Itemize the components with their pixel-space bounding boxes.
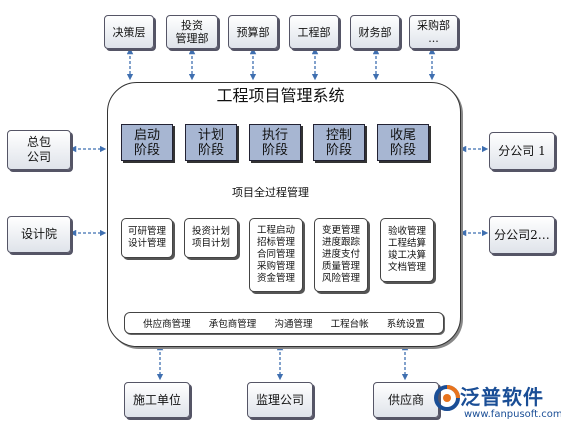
box-construction-unit: 施工单位 <box>124 382 190 418</box>
logo-mark-icon <box>434 385 460 411</box>
system-container <box>107 82 461 347</box>
box-budget-dept: 预算部 <box>228 15 278 49</box>
box-branch-1: 分公司 1 <box>489 132 555 170</box>
common-functions-bar: 供应商管理 承包商管理 沟通管理 工程台帐 系统设置 <box>124 312 444 334</box>
phase-control: 控制 阶段 <box>313 124 365 161</box>
system-title: 工程项目管理系统 <box>216 86 345 105</box>
box-supplier: 供应商 <box>373 382 439 418</box>
process-arrow-label: 项目全过程管理 <box>232 186 309 199</box>
function-group-feasibility: 可研管理 设计管理 <box>121 218 173 258</box>
phase-execution: 执行 阶段 <box>249 124 301 161</box>
function-group-investment-plan: 投资计划 项目计划 <box>184 218 238 258</box>
box-investment-dept: 投资 管理部 <box>166 15 218 49</box>
function-group-change: 变更管理 进度跟踪 进度支付 质量管理 风险管理 <box>314 218 368 292</box>
phase-planning: 计划 阶段 <box>185 124 237 161</box>
box-supervision-company: 监理公司 <box>247 382 313 418</box>
box-purchasing-dept: 采购部 ... <box>409 15 458 49</box>
bar-item-project-ledger: 工程台帐 <box>330 319 369 330</box>
function-group-engineering: 工程启动 招标管理 合同管理 采购管理 资金管理 <box>249 218 303 292</box>
phase-initiation: 启动 阶段 <box>121 124 173 161</box>
bar-item-system-settings: 系统设置 <box>386 319 425 330</box>
bar-item-communication-mgmt: 沟通管理 <box>274 319 313 330</box>
box-general-contractor: 总包 公司 <box>7 130 71 170</box>
box-branch-2: 分公司2… <box>489 216 555 254</box>
box-decision-layer: 决策层 <box>104 15 154 49</box>
bar-item-contractor-mgmt: 承包商管理 <box>208 319 257 330</box>
box-engineering-dept: 工程部 <box>289 15 339 49</box>
box-finance-dept: 财务部 <box>350 15 400 49</box>
logo-url: www.fanpusoft.com <box>464 409 561 420</box>
logo-name: 泛普软件 <box>460 385 544 409</box>
phase-closing: 收尾 阶段 <box>377 124 429 161</box>
brand-logo: 泛普软件 www.fanpusoft.com <box>432 380 561 426</box>
box-design-institute: 设计院 <box>7 216 71 253</box>
function-group-acceptance: 验收管理 工程结算 竣工决算 文档管理 <box>380 218 434 282</box>
bar-item-supplier-mgmt: 供应商管理 <box>143 319 191 330</box>
